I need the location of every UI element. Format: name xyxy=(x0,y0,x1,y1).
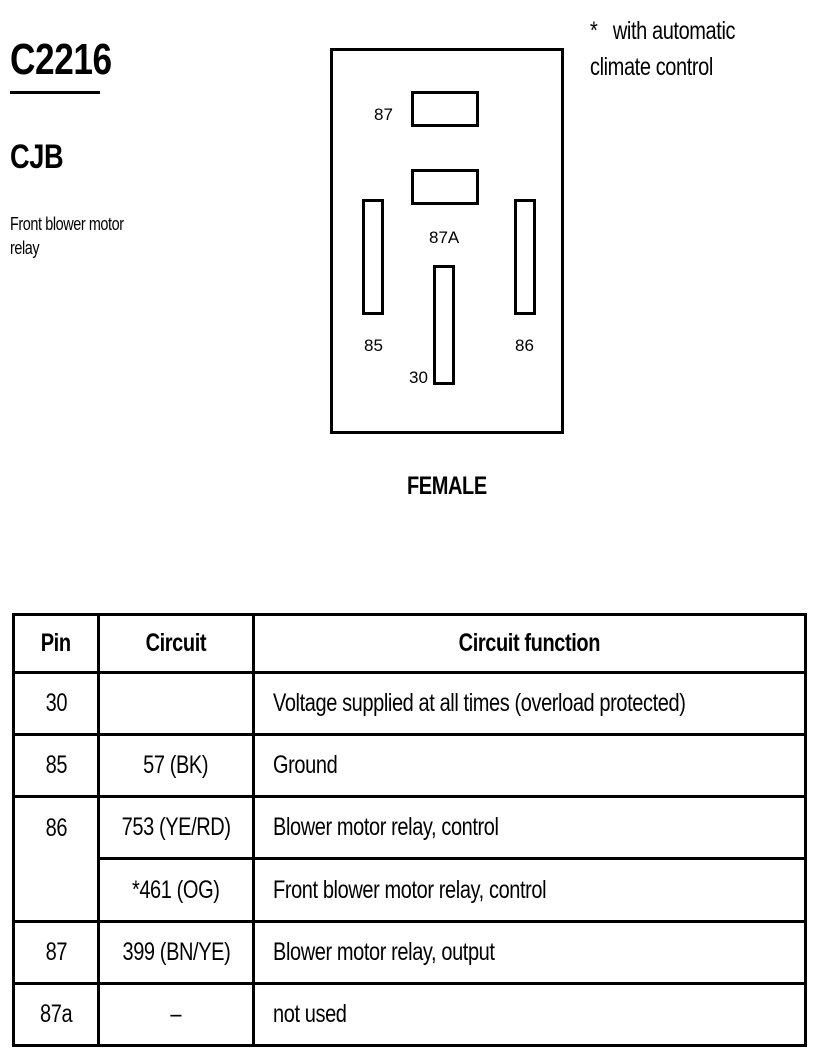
function-cell: Blower motor relay, output xyxy=(252,919,807,985)
title-underline xyxy=(10,91,100,94)
terminal-87a-slot xyxy=(411,169,479,205)
function-cell: Ground xyxy=(252,733,807,799)
terminal-85-slot xyxy=(362,199,384,315)
footnote: * with automatic climate control xyxy=(590,4,771,94)
terminal-87-slot xyxy=(411,91,479,127)
table-row: 87a – not used xyxy=(12,981,807,1048)
function-cell: not used xyxy=(252,981,807,1048)
circuit-cell: 399 (BN/YE) xyxy=(97,919,255,985)
table-row: 85 57 (BK) Ground xyxy=(12,733,807,799)
terminal-87-label: 87 xyxy=(374,105,393,124)
pin-cell: 30 xyxy=(12,670,100,737)
terminal-30-slot xyxy=(433,265,455,385)
table-row: *461 (OG) Front blower motor relay, cont… xyxy=(14,857,807,923)
table-header-row: Pin Circuit Circuit function xyxy=(12,613,807,674)
circuit-cell: *461 (OG) xyxy=(97,857,255,923)
pinout-table: Pin Circuit Circuit function 30 Voltage … xyxy=(12,613,807,1048)
function-cell: Blower motor relay, control xyxy=(252,795,807,861)
description-line-2: relay xyxy=(10,238,40,258)
terminal-30-label: 30 xyxy=(409,368,428,387)
pin-cell: 87a xyxy=(12,981,100,1048)
circuit-cell: 753 (YE/RD) xyxy=(97,795,255,861)
footnote-line-2: climate control xyxy=(590,53,713,81)
table-row: 86 753 (YE/RD) Blower motor relay, contr… xyxy=(12,795,807,923)
function-cell: Voltage supplied at all times (overload … xyxy=(252,670,807,737)
footnote-line-1: * with automatic xyxy=(590,17,736,45)
header-pin: Pin xyxy=(12,613,100,674)
table-row: 30 Voltage supplied at all times (overlo… xyxy=(12,670,807,737)
connector-description: Front blower motor relay xyxy=(10,212,152,260)
terminal-85-label: 85 xyxy=(364,336,383,355)
circuit-cell: – xyxy=(97,981,255,1048)
connector-face-diagram: 87 87A 85 86 30 xyxy=(330,48,564,434)
pin-cell: 86 xyxy=(12,795,100,923)
terminal-86-slot xyxy=(514,199,536,315)
connector-gender: FEMALE xyxy=(407,472,487,500)
circuit-cell xyxy=(97,670,255,737)
connector-id: C2216 xyxy=(10,35,112,84)
function-cell: Front blower motor relay, control xyxy=(252,857,807,923)
header-circuit-function: Circuit function xyxy=(252,613,807,674)
terminal-87a-label: 87A xyxy=(429,228,460,247)
pin-cell: 87 xyxy=(12,919,100,985)
pin-cell: 85 xyxy=(12,733,100,799)
header-circuit: Circuit xyxy=(97,613,255,674)
description-line-1: Front blower motor xyxy=(10,214,124,234)
circuit-cell: 57 (BK) xyxy=(97,733,255,799)
connector-location: CJB xyxy=(10,138,64,176)
table-row: 87 399 (BN/YE) Blower motor relay, outpu… xyxy=(12,919,807,985)
terminal-86-label: 86 xyxy=(515,336,534,355)
